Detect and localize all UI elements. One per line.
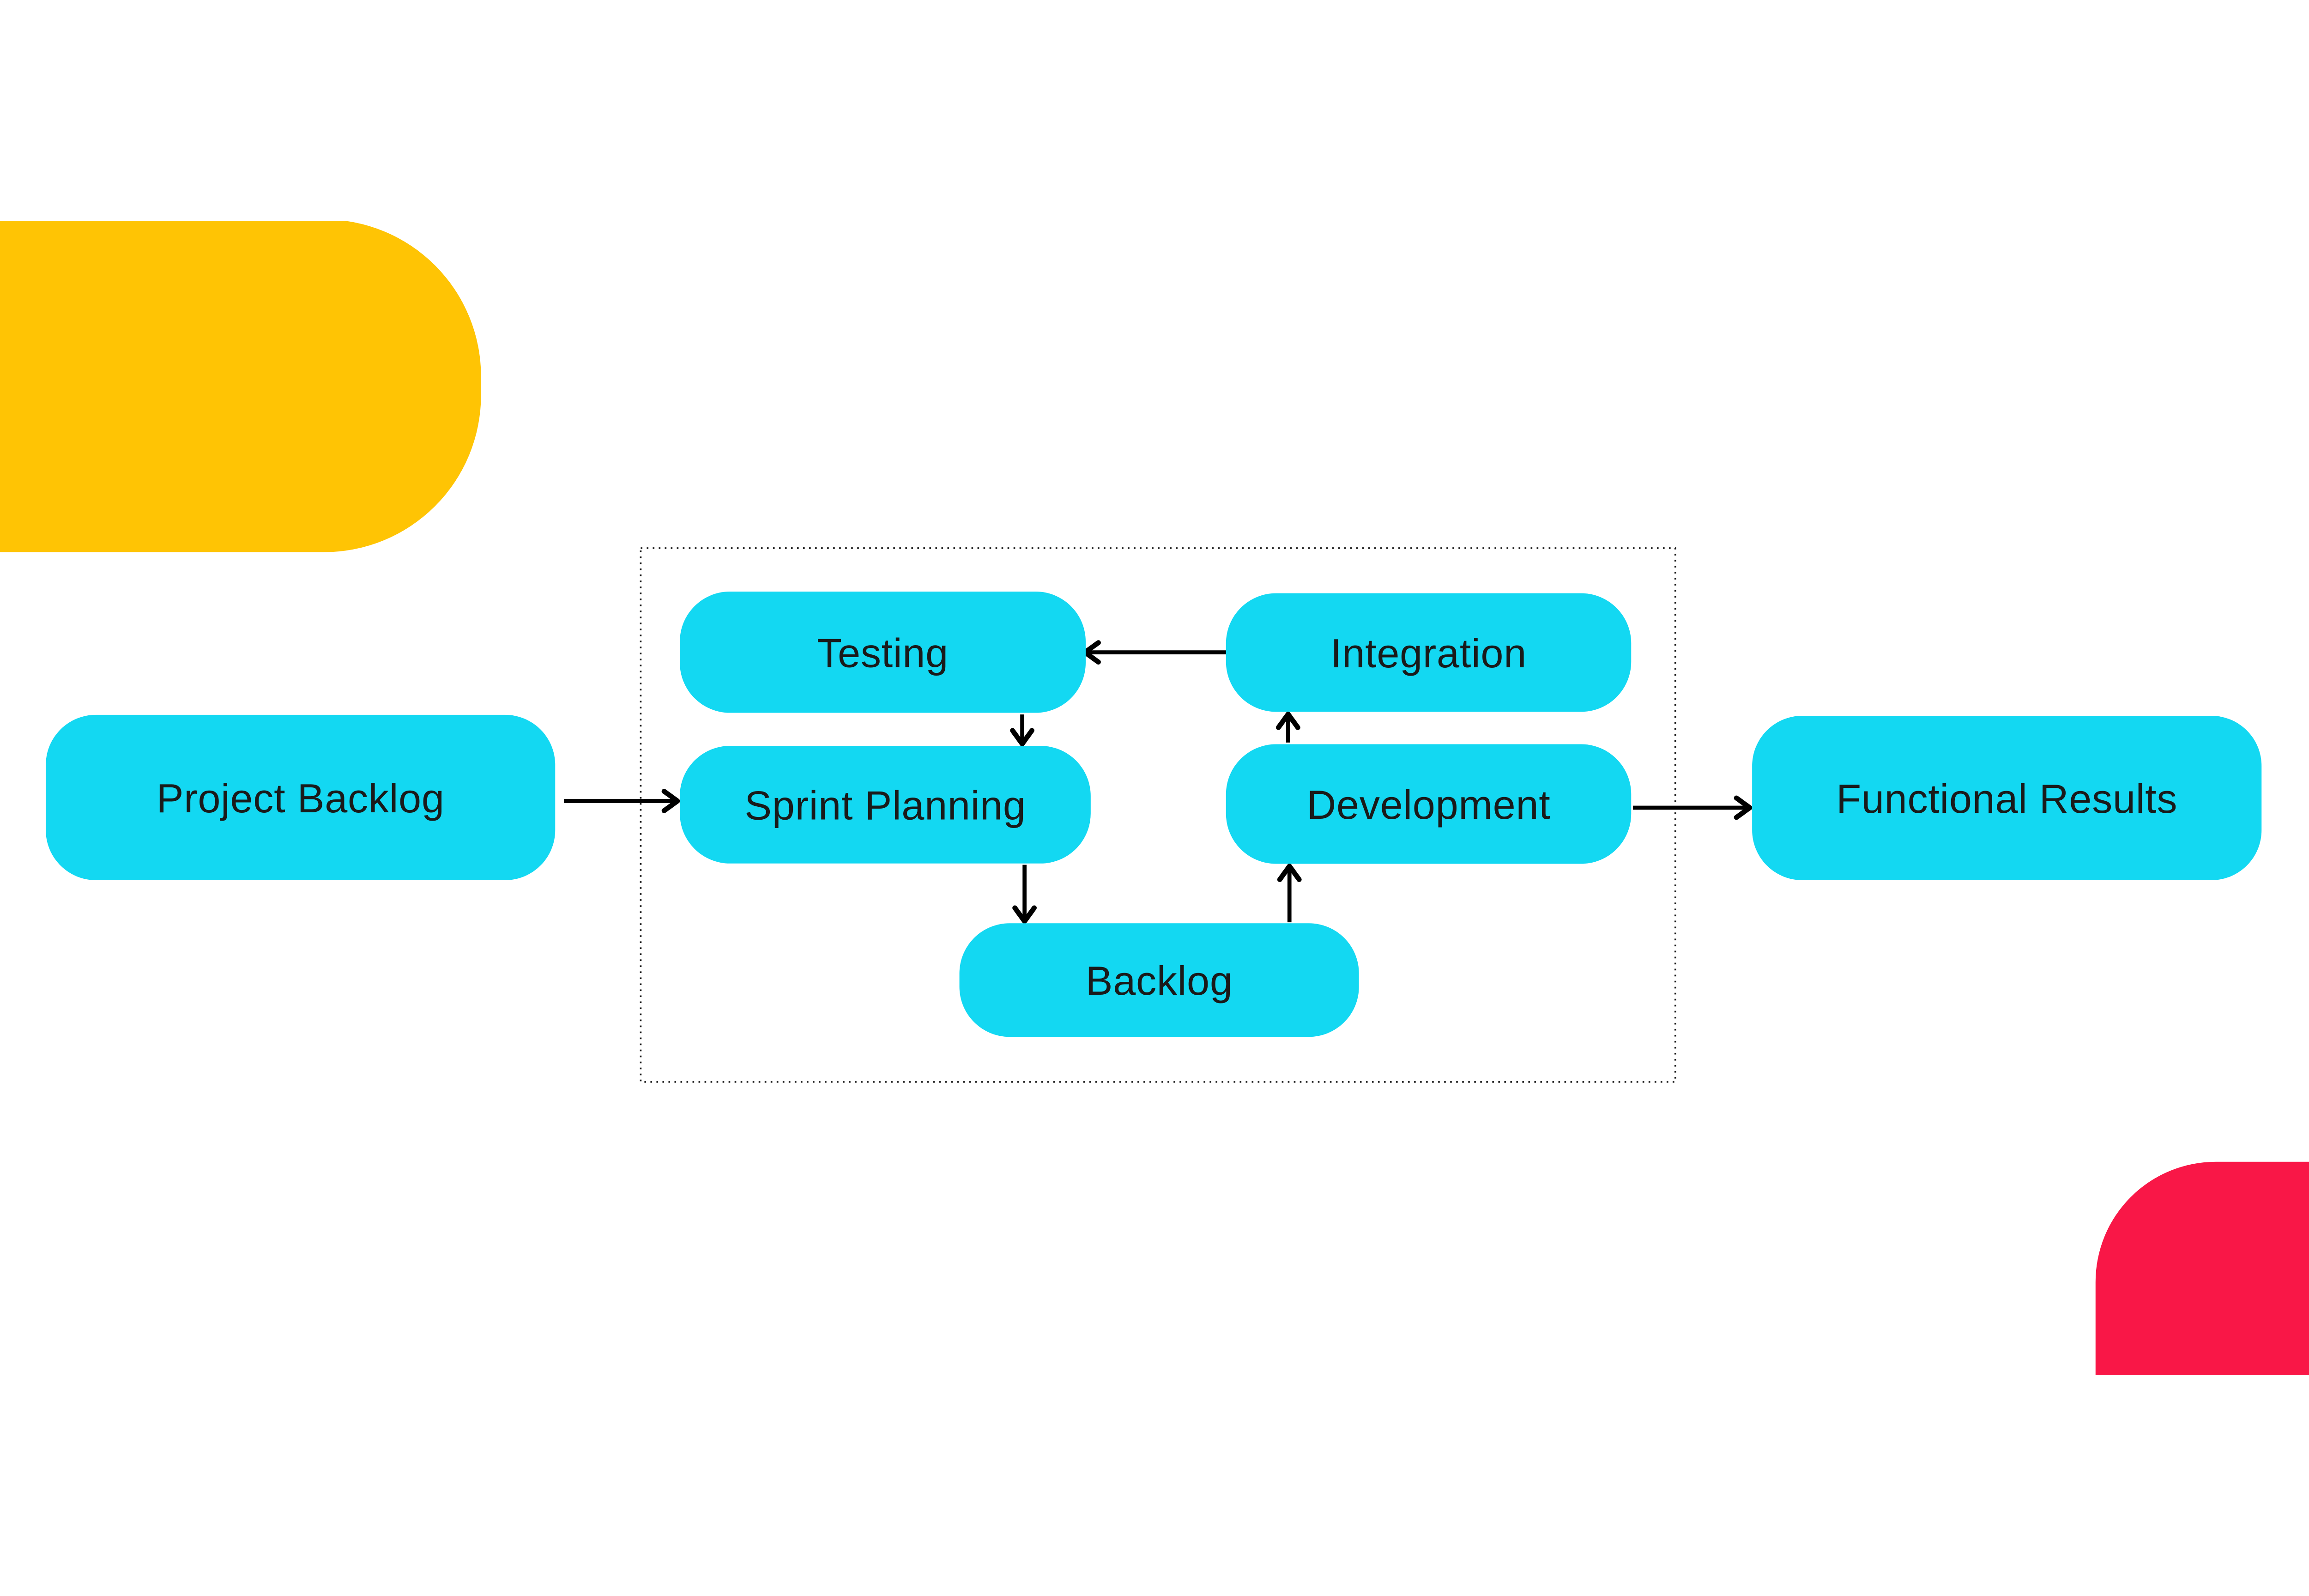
arrow-integration-to-testing — [1082, 640, 1230, 665]
arrowhead-icon — [661, 789, 680, 813]
node-label: Development — [1306, 782, 1551, 828]
node-backlog: Backlog — [959, 923, 1359, 1037]
arrow-backlog-to-development — [1277, 864, 1302, 923]
node-label: Project Backlog — [156, 775, 445, 821]
decorative-blob-yellow — [0, 221, 481, 552]
arrow-development-to-integration — [1275, 712, 1300, 743]
arrowhead-icon — [1010, 728, 1034, 747]
node-functional-results: Functional Results — [1752, 716, 2262, 880]
arrowhead-icon — [1012, 905, 1037, 924]
arrowhead-icon — [1275, 712, 1300, 730]
arrow-sprint-planning-to-backlog — [1012, 864, 1037, 924]
node-label: Backlog — [1085, 958, 1233, 1004]
arrow-testing-to-sprint-planning — [1010, 714, 1034, 747]
node-testing: Testing — [680, 591, 1086, 713]
arrowhead-icon — [1277, 864, 1302, 882]
node-development: Development — [1226, 744, 1632, 864]
node-label: Functional Results — [1836, 776, 2178, 822]
node-label: Integration — [1330, 630, 1527, 676]
arrow-development-to-functional-results — [1632, 795, 1753, 820]
decorative-blob-red — [2095, 1161, 2309, 1375]
node-label: Sprint Planning — [744, 782, 1026, 828]
node-project-backlog: Project Backlog — [46, 714, 556, 880]
node-label: Testing — [817, 630, 949, 676]
arrow-project-backlog-to-sprint-planning — [564, 789, 680, 813]
arrowhead-icon — [1734, 795, 1753, 820]
node-integration: Integration — [1226, 593, 1632, 712]
node-sprint-planning: Sprint Planning — [680, 746, 1091, 864]
